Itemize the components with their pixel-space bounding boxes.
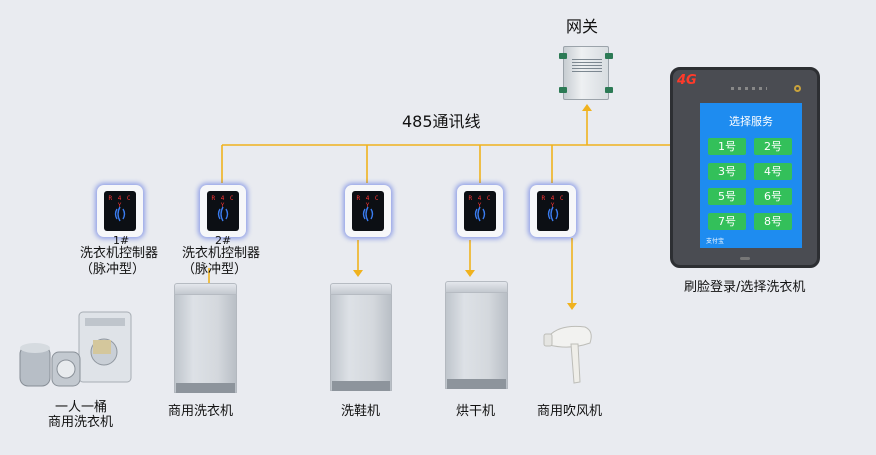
service-button-4[interactable]: 4号 (754, 163, 792, 180)
face-pay-terminal: 4G 选择服务 1号 2号 3号 4号 5号 6号 7号 8号 支付宝 (670, 67, 820, 268)
controller-1-number: 1# (113, 234, 130, 247)
arrow-gateway (582, 104, 592, 111)
shoe-washer-label: 洗鞋机 (341, 404, 381, 419)
camera-icon (794, 85, 801, 92)
arrow-hairdryer (567, 303, 577, 310)
mini-washer-label-line2: 商用洗衣机 (48, 415, 114, 430)
gateway-label: 网关 (566, 17, 599, 36)
controller-2-name: 洗衣机控制器 (182, 246, 261, 261)
gateway-connector (605, 53, 613, 59)
gateway-connector (605, 87, 613, 93)
dryer-image (445, 281, 508, 389)
arrow-dryer (465, 270, 475, 277)
shoe-washer-image (330, 283, 392, 391)
dryer-label: 烘干机 (456, 404, 496, 419)
screen-title: 选择服务 (729, 115, 773, 128)
alipay-brand: 支付宝 (706, 238, 725, 245)
mini-washer-label-line1: 一人一桶 (55, 400, 108, 415)
mini-washer-group-image (19, 311, 132, 387)
controller-led: R 4 C Y (108, 195, 132, 209)
hair-dryer-label: 商用吹风机 (537, 404, 603, 419)
controller-1-name: 洗衣机控制器 (80, 246, 159, 261)
controller-2-number: 2# (215, 234, 232, 247)
controller-2-type: （脉冲型） (182, 262, 248, 277)
controller-4: R 4 C Y (457, 185, 503, 237)
controller-led: R 4 C Y (468, 195, 492, 209)
service-button-2[interactable]: 2号 (754, 138, 792, 155)
nfc-icon (474, 206, 486, 222)
controller-1-type: （脉冲型） (80, 262, 146, 277)
service-button-3[interactable]: 3号 (708, 163, 746, 180)
terminal-indicator (740, 257, 750, 260)
controller-5: R 4 C Y (530, 185, 576, 237)
service-button-6[interactable]: 6号 (754, 188, 792, 205)
commercial-washer-label: 商用洗衣机 (168, 404, 234, 419)
terminal-screen: 选择服务 1号 2号 3号 4号 5号 6号 7号 8号 支付宝 (700, 103, 802, 248)
controller-led: R 4 C Y (356, 195, 380, 209)
nfc-icon (362, 206, 374, 222)
commercial-washer-image (174, 283, 237, 393)
terminal-caption: 刷脸登录/选择洗衣机 (684, 280, 806, 295)
nfc-icon (547, 206, 559, 222)
gateway-device (559, 46, 613, 100)
service-button-5[interactable]: 5号 (708, 188, 746, 205)
service-button-7[interactable]: 7号 (708, 213, 746, 230)
nfc-icon (114, 206, 126, 222)
controller-3: R 4 C Y (345, 185, 391, 237)
service-button-8[interactable]: 8号 (754, 213, 792, 230)
bus-label: 485通讯线 (402, 112, 481, 131)
4g-badge: 4G (677, 73, 697, 88)
controller-1: R 4 C Y (97, 185, 143, 237)
speaker-grille (731, 87, 767, 90)
gateway-connector (559, 53, 567, 59)
controller-2: R 4 C Y (200, 185, 246, 237)
service-button-1[interactable]: 1号 (708, 138, 746, 155)
hair-dryer-image (543, 325, 592, 384)
gateway-connector (559, 87, 567, 93)
arrow-shoe-washer (353, 270, 363, 277)
gateway-sticker (572, 59, 602, 73)
nfc-icon (217, 206, 229, 222)
controller-led: R 4 C Y (541, 195, 565, 209)
controller-led: R 4 C Y (211, 195, 235, 209)
